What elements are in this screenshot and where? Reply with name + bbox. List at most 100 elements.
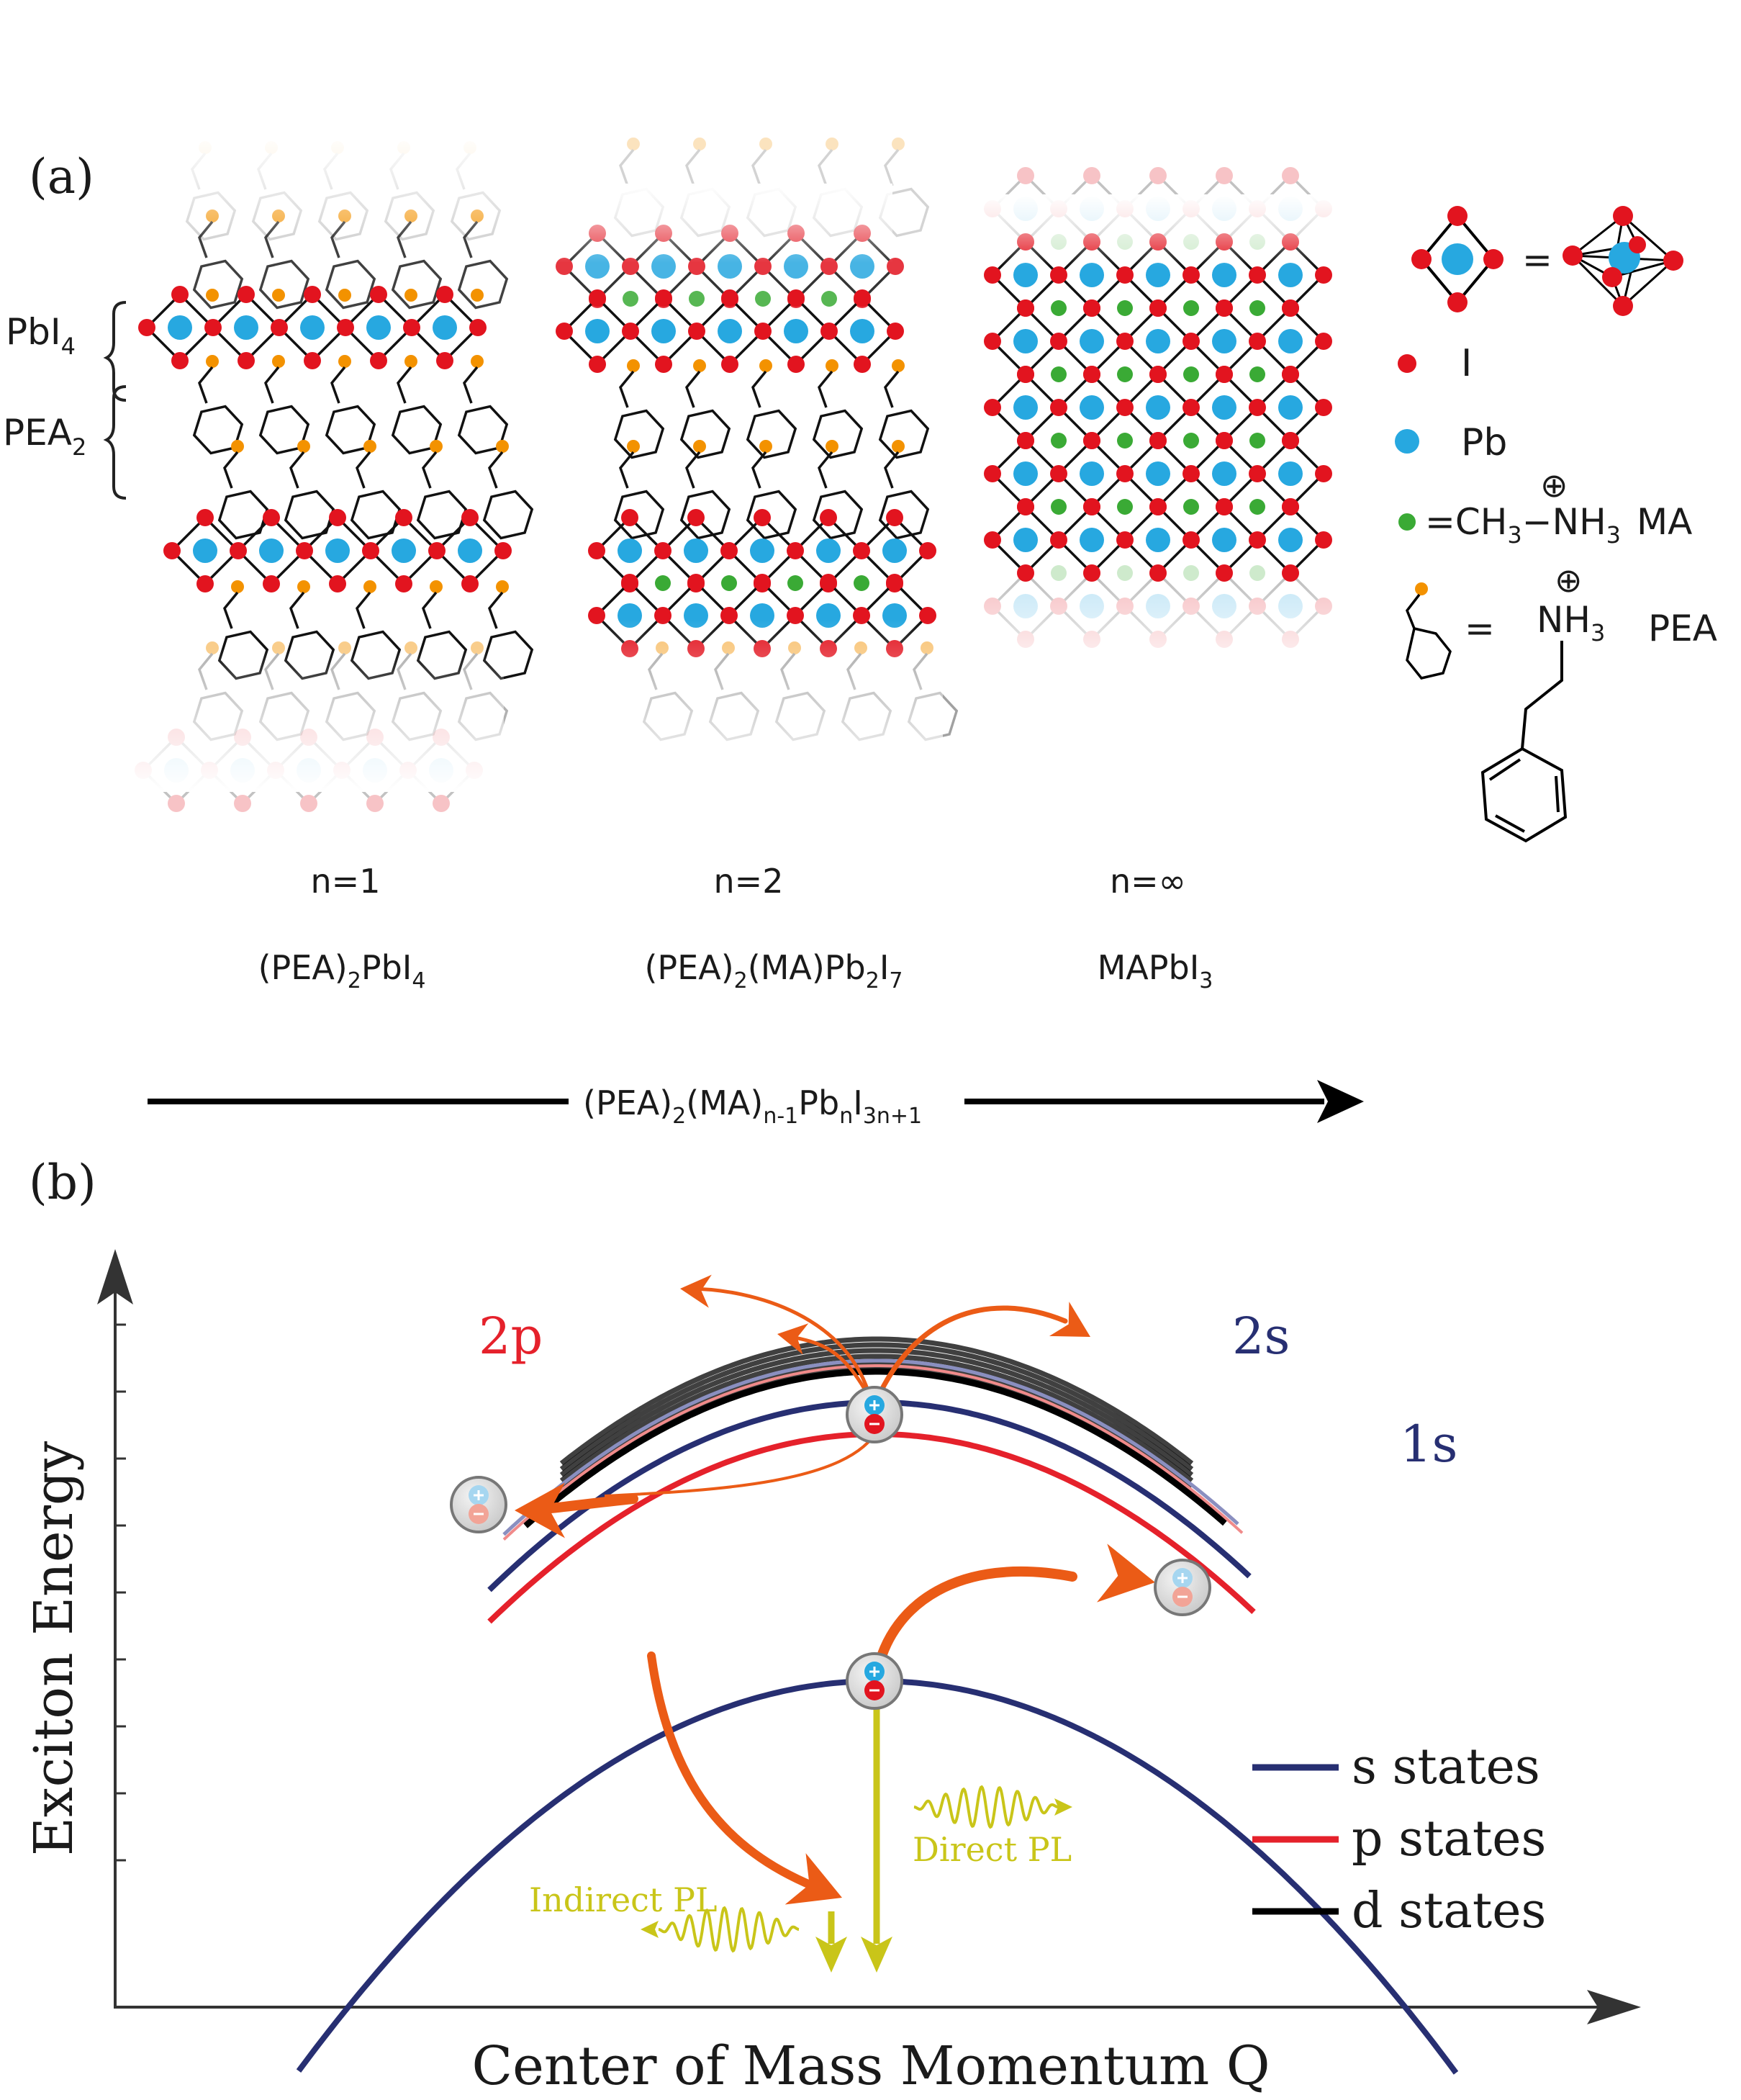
iodide-atom bbox=[787, 356, 805, 373]
formula-n-inf-part-1: MAPbI bbox=[1098, 948, 1200, 987]
lead-atom bbox=[1013, 329, 1038, 353]
iodide-atom bbox=[1182, 399, 1200, 416]
phenyl-ring bbox=[258, 259, 310, 310]
iodide-atom bbox=[436, 352, 453, 369]
ma-legend-plus: ⊕ bbox=[1540, 466, 1568, 505]
panel-b-label: (b) bbox=[29, 1155, 96, 1210]
iodide-atom bbox=[1182, 333, 1200, 350]
ammonium-head bbox=[892, 359, 905, 372]
ethyl-chain bbox=[884, 451, 900, 489]
ma-cation bbox=[1249, 366, 1265, 382]
pea-cation bbox=[457, 355, 509, 455]
octahedra-row bbox=[556, 289, 904, 373]
iodide-atom bbox=[168, 795, 185, 812]
phenyl-ring bbox=[457, 259, 509, 310]
iodide-atom bbox=[1249, 266, 1266, 284]
iodide-atom bbox=[461, 509, 479, 526]
pea-legend-icon bbox=[1406, 582, 1452, 680]
formula-n1-part-3: PbI bbox=[361, 948, 412, 987]
ma-sub-2: 3 bbox=[1606, 521, 1621, 549]
iodide-atom bbox=[436, 286, 453, 303]
lead-atom bbox=[300, 315, 325, 340]
iodide-atom bbox=[984, 333, 1001, 350]
lead-atom bbox=[1212, 461, 1236, 486]
series-part-5: Pb bbox=[798, 1083, 839, 1122]
ma-prefix: =CH bbox=[1425, 501, 1507, 543]
pea-cation bbox=[812, 359, 864, 459]
iodide-atom bbox=[1050, 465, 1067, 482]
n-inf-label: n=∞ bbox=[1110, 862, 1186, 901]
ethyl-chain bbox=[223, 591, 239, 629]
pea-cation bbox=[325, 355, 376, 455]
iodide-atom bbox=[1315, 531, 1332, 549]
iodide-atom bbox=[1216, 366, 1233, 383]
ma-cation bbox=[721, 575, 737, 591]
lead-atom bbox=[1146, 263, 1170, 287]
ammonium-head bbox=[627, 440, 640, 453]
ethyl-chain bbox=[488, 591, 504, 629]
indirect-pl-arrowhead bbox=[815, 1937, 847, 1973]
ammonium-head bbox=[430, 440, 443, 453]
iodide-atom bbox=[171, 352, 189, 369]
phenyl-ring bbox=[613, 409, 665, 459]
formula-n2-part-2: 2 bbox=[734, 968, 748, 993]
ammonium-head bbox=[826, 359, 838, 372]
phenyl-ring bbox=[350, 490, 402, 540]
iodide-atom bbox=[304, 352, 321, 369]
ma-cation bbox=[1183, 433, 1199, 449]
ma-cation bbox=[1249, 499, 1265, 515]
lead-legend-dot bbox=[1395, 429, 1419, 454]
iodide-atom bbox=[238, 352, 255, 369]
ammonium-head bbox=[231, 580, 244, 593]
iodide-atom bbox=[1017, 498, 1034, 515]
formula-n1-part-4: 4 bbox=[412, 968, 425, 993]
series-part-3: (MA) bbox=[686, 1083, 763, 1122]
iodide-atom bbox=[655, 356, 672, 373]
bracket-pbi4: PbI4 bbox=[6, 301, 127, 402]
bracket-pea2-sub: 2 bbox=[72, 433, 86, 461]
iodide-atom bbox=[329, 509, 346, 526]
lead-atom bbox=[1013, 461, 1038, 486]
pea-cation bbox=[679, 440, 731, 540]
ethyl-chain bbox=[818, 370, 833, 408]
ma-cation bbox=[787, 575, 803, 591]
ma-cation bbox=[1051, 366, 1067, 382]
ma-cation bbox=[1117, 300, 1133, 316]
series-arrow: (PEA)2(MA)n-1PbnI3n+1 bbox=[148, 1080, 1364, 1129]
ethyl-chain bbox=[330, 366, 346, 404]
band-3s bbox=[502, 1358, 1239, 1536]
iodide-atom bbox=[461, 575, 479, 592]
lead-atom bbox=[433, 315, 457, 340]
bracket-pbi4-text: PbI bbox=[6, 311, 61, 353]
lead-atom bbox=[1146, 395, 1170, 420]
iodide-atom bbox=[403, 319, 420, 336]
iodide-atom bbox=[687, 509, 705, 526]
iodide-atom bbox=[854, 289, 871, 307]
lead-atom bbox=[784, 319, 808, 343]
legend-label-3: d states bbox=[1352, 1883, 1546, 1939]
iodide-atom bbox=[1216, 564, 1233, 582]
iodide-atom bbox=[721, 356, 738, 373]
iodide-atom bbox=[556, 323, 573, 340]
octahedra-row bbox=[984, 498, 1332, 582]
iodide-atom bbox=[820, 509, 837, 526]
iodide-atom bbox=[1116, 266, 1134, 284]
iodide-atom bbox=[1083, 564, 1100, 582]
lead-atom bbox=[1212, 528, 1236, 552]
iodide-atom bbox=[919, 542, 936, 559]
iodide-atom bbox=[271, 319, 288, 336]
phenyl-ring bbox=[613, 490, 665, 540]
iodide-atom bbox=[1216, 498, 1233, 515]
pea-head bbox=[471, 289, 484, 302]
iodide-atom bbox=[589, 356, 606, 373]
lead-atom bbox=[585, 319, 610, 343]
lead-atom bbox=[1146, 329, 1170, 353]
exciton-1s-bottom bbox=[846, 1652, 903, 1710]
scatter-path-2s-1s bbox=[604, 1428, 879, 1497]
iodide-atom bbox=[366, 795, 384, 812]
iodide-atom bbox=[1249, 531, 1266, 549]
lead-atom bbox=[234, 315, 258, 340]
lead-atom bbox=[1146, 461, 1170, 486]
exciton-2s bbox=[846, 1386, 903, 1443]
